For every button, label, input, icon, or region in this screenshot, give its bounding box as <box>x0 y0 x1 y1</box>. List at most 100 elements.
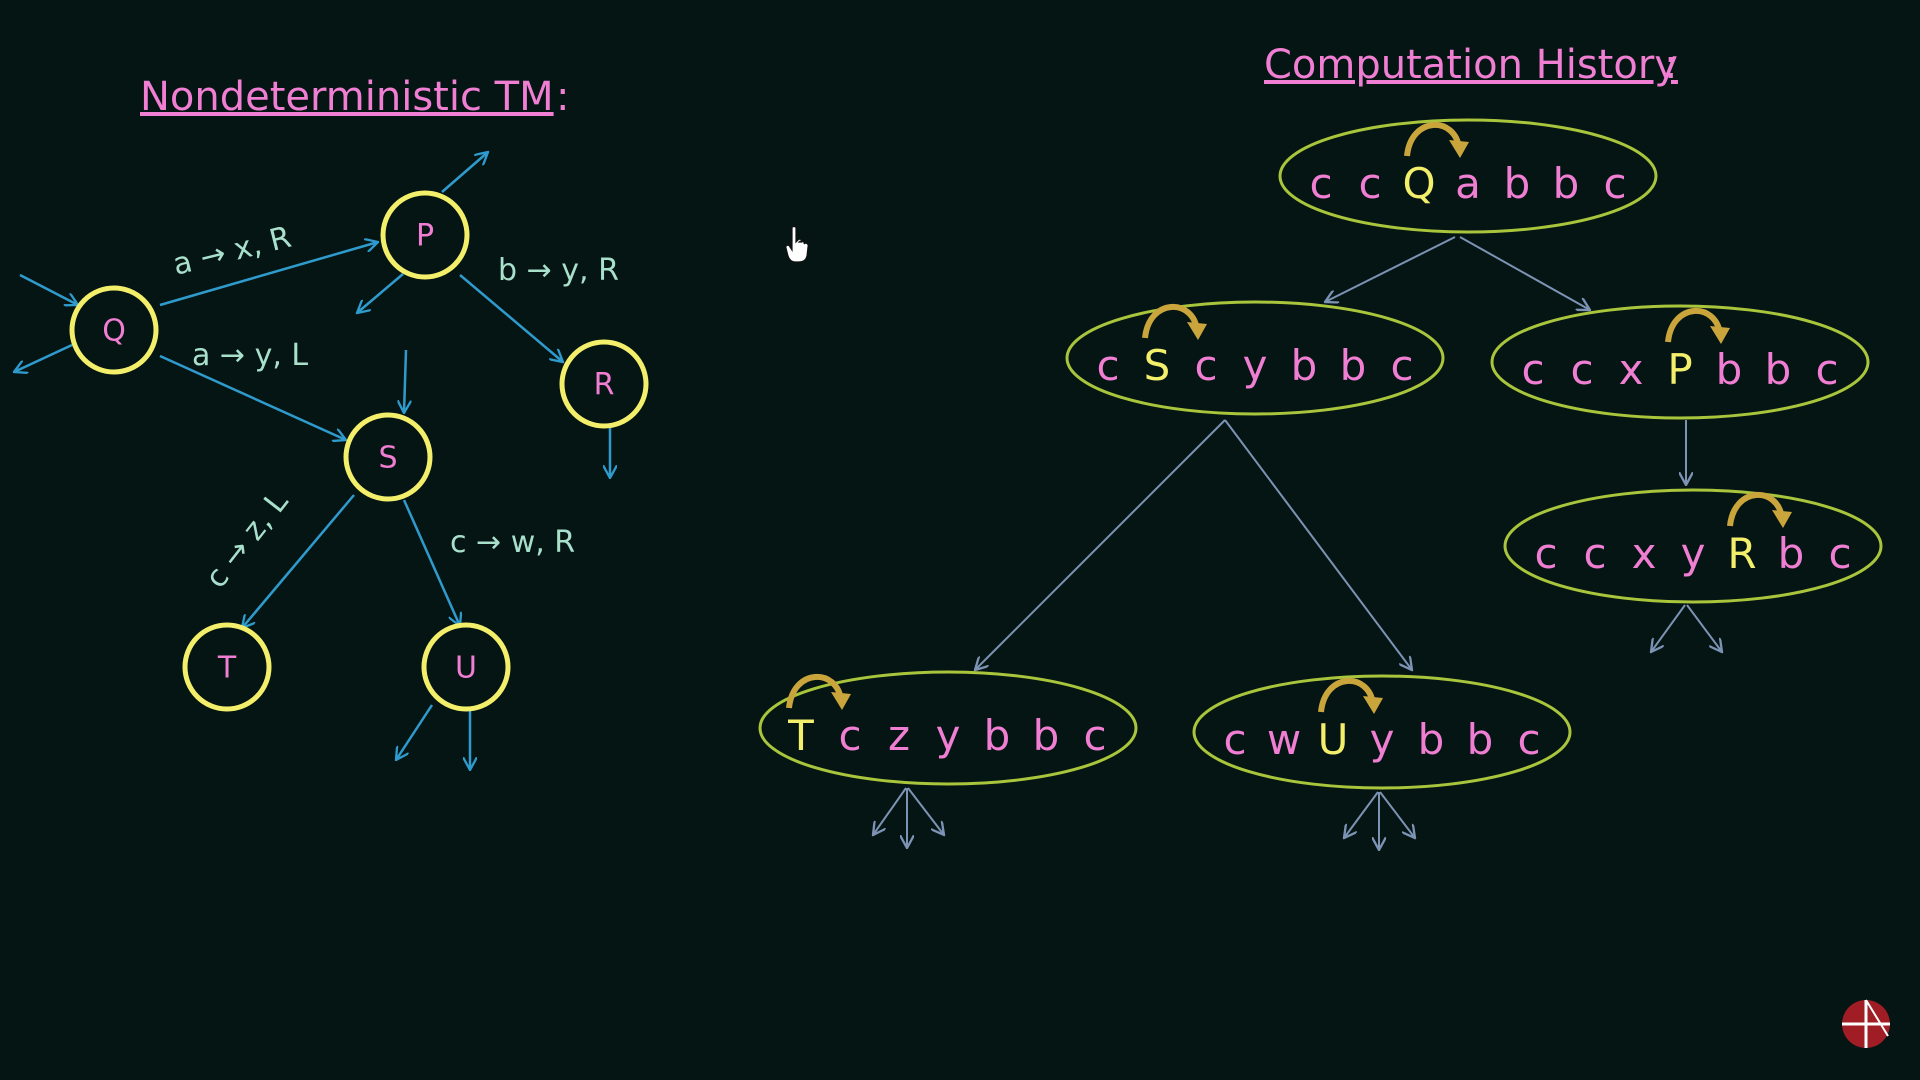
head-move-arc <box>1727 491 1785 527</box>
tape-symbol: c <box>1534 529 1557 578</box>
tape-symbol: b <box>984 711 1011 760</box>
head-move-arc <box>1665 307 1723 343</box>
state-p-label: P <box>416 219 434 254</box>
tree-edge-root-right <box>1459 236 1590 310</box>
state-s-label: S <box>378 441 397 476</box>
tape-symbol: b <box>1340 341 1367 390</box>
state-q: Q <box>69 285 159 375</box>
outgoing-stub-q <box>14 343 73 372</box>
tape-symbol: c <box>838 711 861 760</box>
tape-symbol: y <box>1681 529 1706 578</box>
state-q-ring <box>69 285 159 375</box>
tape-symbol: z <box>888 711 910 760</box>
tape-symbol: c <box>1828 529 1851 578</box>
head-state-symbol: T <box>787 711 814 760</box>
config-outline <box>1065 300 1445 416</box>
tape-symbol: c <box>1583 529 1606 578</box>
ntm-title: Nondeterministic TM <box>140 74 554 120</box>
outgoing-stub-p-up <box>441 152 488 193</box>
head-move-arrowhead <box>1187 322 1207 340</box>
tape-symbol: c <box>1194 341 1217 390</box>
edge-p-r <box>459 274 563 362</box>
tape-symbol: c <box>1815 345 1838 394</box>
tape-symbol: w <box>1267 715 1301 764</box>
incoming-stub-q <box>19 273 78 305</box>
edge-s-u <box>402 499 460 626</box>
tape-symbol: b <box>1765 345 1792 394</box>
state-t-label: T <box>217 651 237 686</box>
state-t-ring <box>182 622 272 712</box>
head-move-arc <box>786 673 844 709</box>
transition-label-p-r: b → y, R <box>498 253 619 288</box>
head-state-symbol: S <box>1144 341 1171 390</box>
branch-r-right <box>1686 604 1722 652</box>
tape-symbol: c <box>1390 341 1413 390</box>
outgoing-stub-p-left <box>357 273 404 313</box>
state-p-ring <box>380 190 470 280</box>
logo-icon <box>1842 999 1890 1048</box>
tape-symbol: b <box>1716 345 1743 394</box>
tape-symbol: x <box>1632 529 1657 578</box>
tape-symbol: c <box>1223 715 1246 764</box>
tape-symbol: c <box>1517 715 1540 764</box>
head-state-symbol: R <box>1727 529 1756 578</box>
head-move-arc <box>1142 303 1200 339</box>
state-t: T <box>182 622 272 712</box>
transition-label-q-s: a → y, L <box>192 338 308 373</box>
transition-label-s-t: c → z, L <box>199 485 296 595</box>
tape-symbol: b <box>1033 711 1060 760</box>
tree-edge-s-u <box>1224 419 1412 670</box>
head-move-arrowhead <box>1449 140 1469 158</box>
branch-u-left <box>1344 791 1379 838</box>
head-move-arc <box>1404 121 1462 157</box>
tape-symbol: b <box>1504 159 1531 208</box>
ntm-title-colon: : <box>556 74 569 120</box>
state-r: R <box>559 339 649 429</box>
state-u-label: U <box>455 651 477 686</box>
state-q-label: Q <box>102 314 126 349</box>
tape-symbol: c <box>1358 159 1381 208</box>
tape-symbol: y <box>936 711 961 760</box>
tape-symbol: b <box>1467 715 1494 764</box>
branch-t-left <box>873 787 907 835</box>
head-move-arrowhead <box>1363 696 1383 714</box>
tape-symbol: c <box>1603 159 1626 208</box>
tape-symbol: a <box>1455 159 1481 208</box>
state-s-ring <box>343 412 433 502</box>
head-move-arc <box>1318 677 1376 713</box>
head-state-symbol: Q <box>1402 159 1435 208</box>
edge-q-p <box>159 242 378 307</box>
edge-q-s <box>159 354 346 440</box>
tape-symbol: y <box>1243 341 1268 390</box>
tape-symbol: b <box>1291 341 1318 390</box>
config-outline <box>1278 118 1658 234</box>
tape-symbol: c <box>1521 345 1544 394</box>
head-move-arrowhead <box>1772 510 1792 528</box>
state-r-label: R <box>594 368 615 403</box>
tape-symbol: b <box>1553 159 1580 208</box>
config-outline <box>758 670 1138 786</box>
branch-u-right <box>1379 791 1415 838</box>
config-outline <box>1503 488 1883 604</box>
edge-s-t <box>242 494 355 628</box>
head-state-symbol: U <box>1318 715 1349 764</box>
state-s: S <box>343 412 433 502</box>
state-r-ring <box>559 339 649 429</box>
tape-symbol: c <box>1309 159 1332 208</box>
transition-label-q-p: a → x, R <box>169 220 294 283</box>
state-diagram: a → x, R a → y, L b → y, R c → z, L c → … <box>14 152 649 770</box>
state-u-ring <box>421 622 511 712</box>
tree-edge-root-left <box>1325 236 1456 302</box>
head-move-arrowhead <box>1710 326 1730 344</box>
tape-symbol: c <box>1096 341 1119 390</box>
state-p: P <box>380 190 470 280</box>
branch-r-left <box>1651 604 1686 652</box>
tape-symbol: b <box>1778 529 1805 578</box>
